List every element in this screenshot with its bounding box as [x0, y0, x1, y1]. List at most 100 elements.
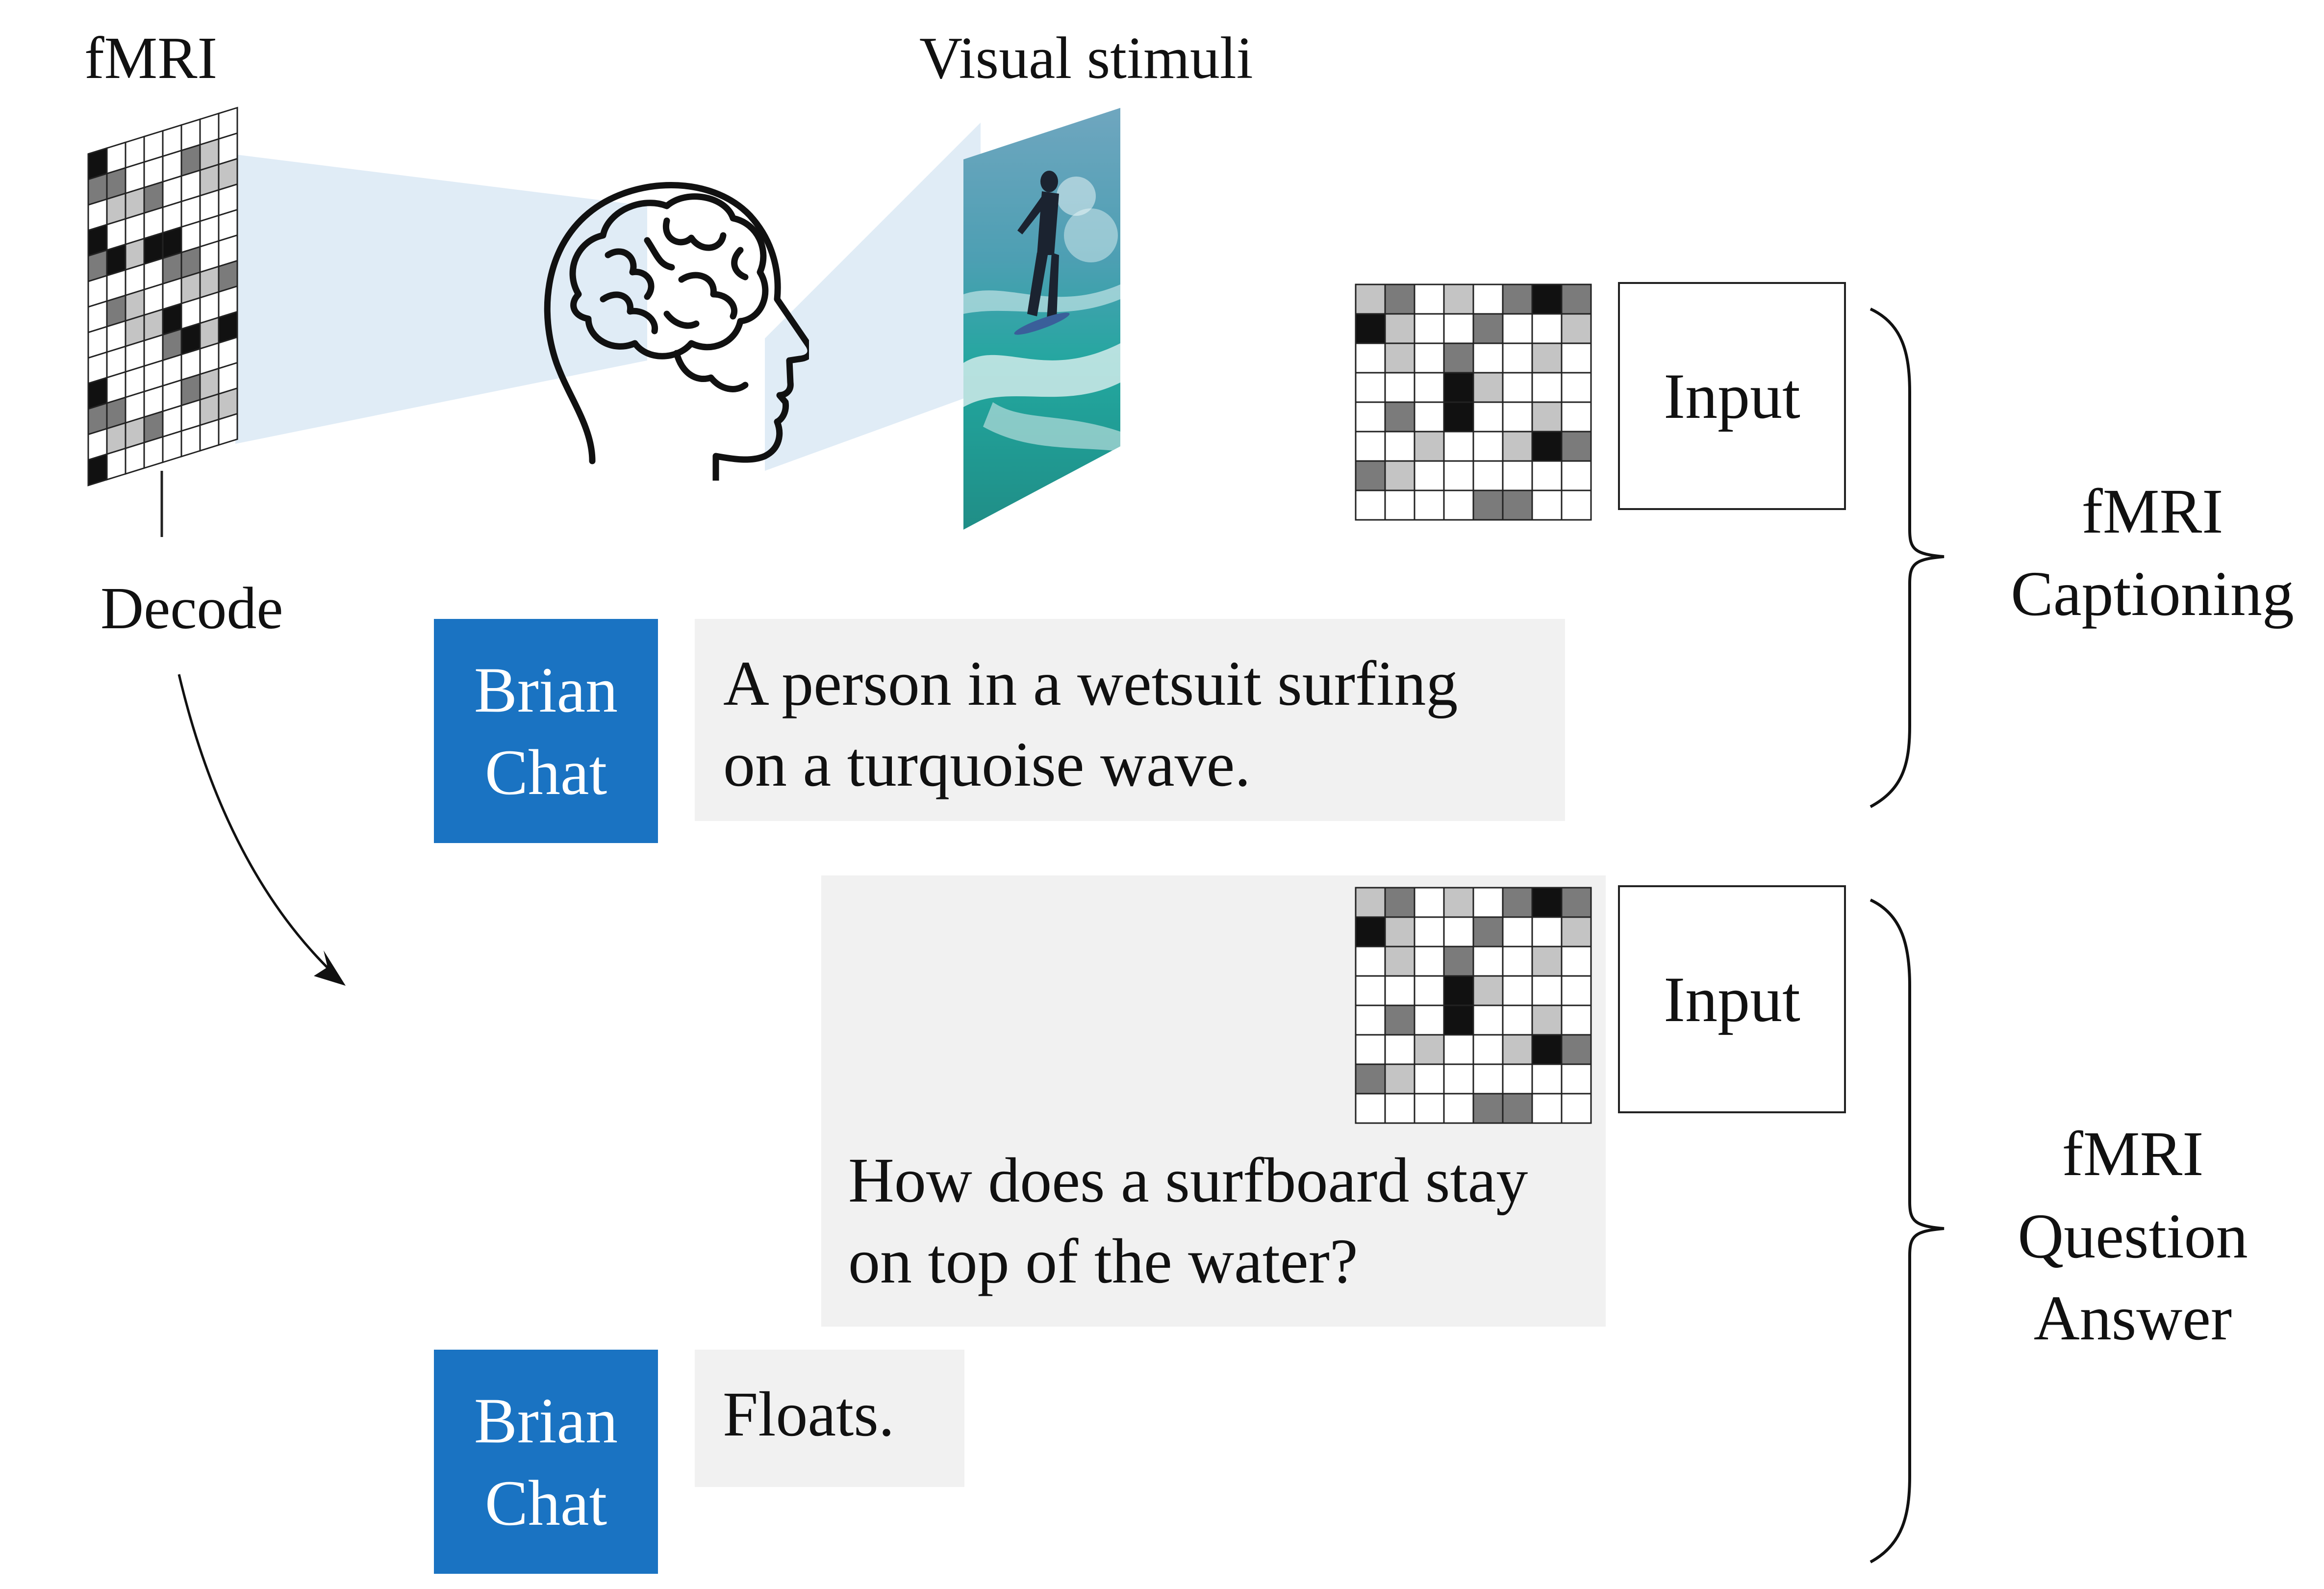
grid-cell	[1355, 887, 1386, 918]
grid-cell	[1531, 1093, 1563, 1124]
chatbot-name-line1: Brian	[474, 653, 618, 726]
grid-cell	[1355, 1034, 1386, 1065]
fmri-grid-icon	[87, 106, 238, 487]
surfer-image	[963, 108, 1120, 530]
grid-cell	[1502, 431, 1533, 462]
grid-cell	[1502, 401, 1533, 433]
grid-cell	[1531, 975, 1563, 1006]
grid-cell	[1472, 975, 1504, 1006]
qa-task-line3: Answer	[2033, 1283, 2232, 1354]
grid-cell	[1561, 489, 1592, 521]
caption-response-line2: on a turquoise wave.	[723, 729, 1251, 800]
grid-cell	[1472, 342, 1504, 374]
grid-cell	[1561, 1034, 1592, 1065]
grid-cell	[1472, 489, 1504, 521]
grid-cell	[1414, 975, 1445, 1006]
grid-cell	[1443, 946, 1474, 977]
grid-cell	[1414, 916, 1445, 948]
grid-cell	[1502, 1093, 1533, 1124]
fmri-label: fMRI	[84, 25, 218, 91]
grid-cell	[1355, 946, 1386, 977]
brain-head-icon	[544, 182, 809, 481]
grid-cell	[1531, 313, 1563, 344]
grid-cell	[1384, 372, 1415, 403]
visual-stimuli-label: Visual stimuli	[919, 25, 1253, 91]
qa-fmri-grid	[1355, 887, 1592, 1124]
decode-arrowhead	[314, 950, 346, 986]
caption-response-bubble: A person in a wetsuit surfing on a turqu…	[695, 619, 1565, 821]
captioning-task-label: fMRI Captioning	[1986, 471, 2319, 635]
caption-input-label: Input	[1664, 360, 1800, 432]
grid-cell	[1384, 1093, 1415, 1124]
grid-cell	[1443, 489, 1474, 521]
grid-cell	[1561, 313, 1592, 344]
grid-cell	[1561, 916, 1592, 948]
grid-cell	[1561, 1063, 1592, 1095]
grid-cell	[1443, 1034, 1474, 1065]
grid-cell	[1502, 313, 1533, 344]
qa-task-line1: fMRI	[2062, 1119, 2204, 1189]
grid-cell	[1531, 489, 1563, 521]
grid-cell	[1561, 887, 1592, 918]
caption-fmri-grid	[1355, 283, 1592, 521]
grid-cell	[1355, 460, 1386, 491]
fmri-grid-icon	[1355, 283, 1592, 521]
right-projection-cone	[765, 123, 981, 471]
qa-brace	[1869, 898, 1945, 1563]
captioning-task-line1: fMRI	[2081, 476, 2223, 547]
grid-cell	[1502, 342, 1533, 374]
grid-cell	[1355, 401, 1386, 433]
grid-cell	[1355, 342, 1386, 374]
grid-cell	[1561, 372, 1592, 403]
grid-cell	[1531, 946, 1563, 977]
decode-label: Decode	[101, 575, 283, 641]
grid-cell	[1414, 1063, 1445, 1095]
grid-cell	[1443, 1063, 1474, 1095]
qa-input-label: Input	[1664, 963, 1800, 1035]
chatbot-name-line1: Brian	[474, 1384, 618, 1457]
fmri-volume-grid	[87, 106, 238, 487]
qa-input-box: Input	[1618, 885, 1846, 1113]
grid-cell	[1384, 1004, 1415, 1036]
grid-cell	[1384, 887, 1415, 918]
grid-cell	[1414, 1093, 1445, 1124]
grid-cell	[1472, 916, 1504, 948]
qa-answer-bubble: Floats.	[695, 1350, 964, 1487]
grid-cell	[1443, 460, 1474, 491]
grid-cell	[218, 412, 238, 446]
grid-cell	[1355, 313, 1386, 344]
left-projection-cone	[235, 154, 647, 444]
grid-cell	[1561, 401, 1592, 433]
grid-cell	[1561, 1004, 1592, 1036]
grid-cell	[1531, 887, 1563, 918]
grid-cell	[1531, 283, 1563, 315]
grid-cell	[1355, 1004, 1386, 1036]
grid-cell	[1472, 431, 1504, 462]
qa-question-line2: on top of the water?	[848, 1226, 1358, 1297]
grid-cell	[1561, 283, 1592, 315]
grid-cell	[1384, 460, 1415, 491]
grid-cell	[1384, 401, 1415, 433]
fmri-grid-icon	[1355, 887, 1592, 1124]
grid-cell	[1561, 946, 1592, 977]
caption-input-box: Input	[1618, 282, 1846, 510]
qa-question-line1: How does a surfboard stay	[848, 1145, 1528, 1216]
grid-cell	[1502, 283, 1533, 315]
grid-cell	[1502, 975, 1533, 1006]
grid-cell	[1531, 431, 1563, 462]
caption-response-line1: A person in a wetsuit surfing	[723, 648, 1458, 719]
grid-cell	[1472, 1093, 1504, 1124]
grid-cell	[1472, 887, 1504, 918]
caption-chatbot-badge: Brian Chat	[434, 619, 658, 843]
captioning-brace	[1869, 308, 1945, 808]
qa-chatbot-badge: Brian Chat	[434, 1350, 658, 1574]
grid-cell	[1531, 401, 1563, 433]
qa-task-line2: Question	[2018, 1201, 2248, 1272]
grid-cell	[1355, 1093, 1386, 1124]
qa-answer-text: Floats.	[723, 1379, 895, 1450]
grid-cell	[1561, 1093, 1592, 1124]
qa-task-label: fMRI Question Answer	[1966, 1113, 2299, 1360]
captioning-task-line2: Captioning	[2011, 558, 2294, 629]
